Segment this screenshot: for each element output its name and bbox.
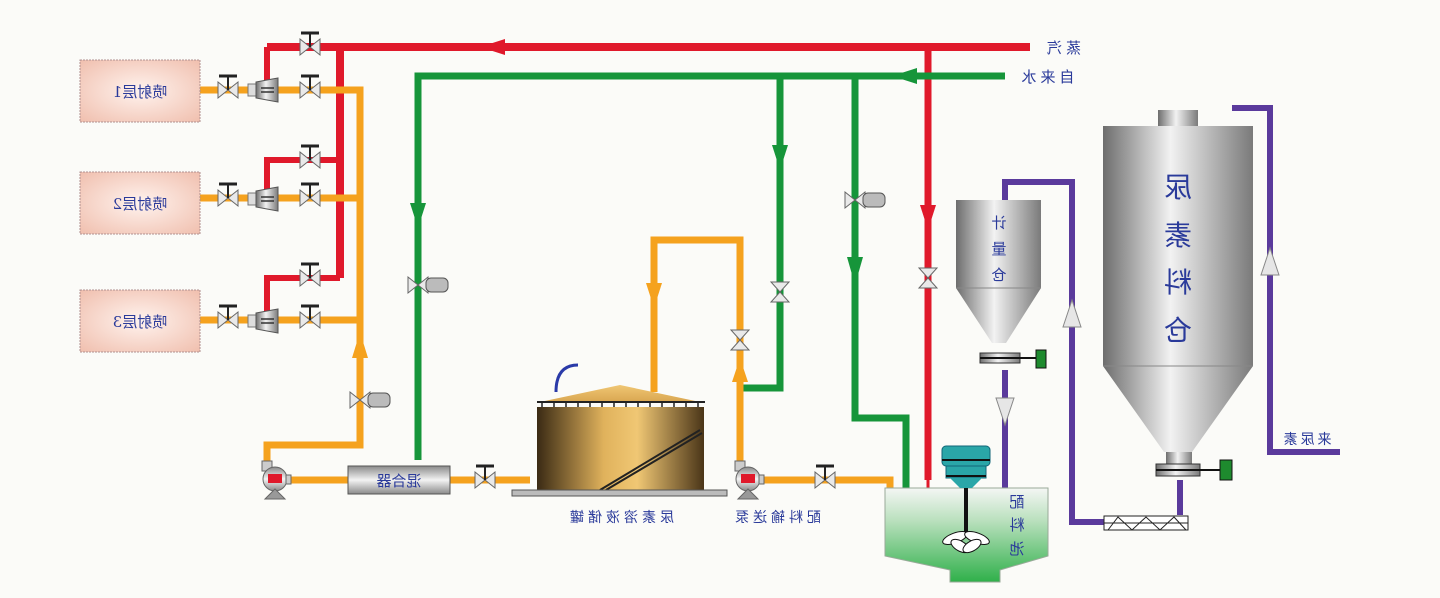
steam-flow-arrow [480,39,505,55]
svg-text:料: 料 [1009,516,1024,534]
urea-silo-label: 尿 素 料 仓 [1164,171,1192,347]
solution-flow-arrow [732,358,748,382]
valve-icon[interactable] [814,464,836,490]
actuated-valve-icon[interactable] [407,275,449,295]
ejector[interactable] [247,186,279,212]
urea-solution-storage-tank[interactable] [511,363,728,497]
spray-layer-2[interactable]: 喷射层2 [79,171,201,235]
urea-flow-arrow [1062,298,1082,328]
spray-layer-label: 喷射层3 [113,313,168,331]
spray-layer-label: 喷射层1 [113,83,168,101]
valve-icon[interactable] [217,74,239,100]
legend-steam-label: 蒸汽 [1043,39,1081,57]
svg-text:配: 配 [1009,493,1024,511]
water-flow-arrow [847,257,863,285]
mixer[interactable]: 混合器 [347,465,451,495]
metering-bin-label: 计 量 仓 [991,214,1006,284]
svg-text:料: 料 [1164,266,1192,299]
water-flow-arrow [410,203,426,228]
flow-arrows [352,39,1280,427]
legend-water-label: 自来水 [1017,68,1074,86]
valve-icon[interactable] [917,267,939,289]
spray-layer-3[interactable]: 喷射层3 [79,289,201,353]
transfer-pump-label: 配料输送泵 [731,510,821,526]
storage-tank-label: 尿素溶液储罐 [566,510,674,526]
rotary-feeder-icon[interactable] [979,349,1047,369]
valve-icon[interactable] [299,74,321,100]
svg-text:量: 量 [991,240,1006,258]
ejector[interactable] [247,77,279,103]
urea-flow-arrow [995,397,1015,427]
mixing-tank[interactable]: 配 料 池 [884,445,1049,583]
urea-solid-pipe [1002,105,1340,525]
svg-text:尿: 尿 [1164,171,1192,204]
water-flow-arrow [772,145,788,170]
legend: 蒸汽 自来水 [1017,39,1081,86]
agitator-impeller-icon [942,531,990,554]
valve-icon[interactable] [299,31,321,57]
solution-flow-arrow [646,283,662,308]
svg-text:素: 素 [1164,219,1192,252]
steam-flow-arrow [920,205,936,230]
solution-flow-arrow [352,332,368,358]
valve-icon[interactable] [299,304,321,330]
urea-silo[interactable]: 尿 素 料 仓 [1103,110,1253,481]
svg-text:池: 池 [1009,540,1024,558]
valve-icon[interactable] [299,182,321,208]
ejector[interactable] [247,308,279,334]
valve-icon[interactable] [217,304,239,330]
agitator-motor-icon [941,445,991,488]
mixing-tank-label: 配 料 池 [1009,493,1024,558]
actuated-valve-icon[interactable] [844,190,886,210]
metering-bin[interactable]: 计 量 仓 [956,200,1047,369]
svg-text:仓: 仓 [1164,314,1192,347]
valve-group [217,31,939,490]
svg-text:仓: 仓 [991,266,1006,284]
valve-icon[interactable] [217,182,239,208]
valve-icon[interactable] [729,329,751,351]
actuated-valve-icon[interactable] [349,390,391,410]
water-pipe [414,72,1005,488]
valve-icon[interactable] [299,262,321,288]
screw-conveyor[interactable] [1103,515,1189,531]
svg-text:计: 计 [991,214,1006,232]
water-flow-arrow [892,68,917,84]
pump-left[interactable] [261,460,292,500]
urea-flow-arrow [1260,246,1280,276]
rotary-feeder-icon[interactable] [1155,459,1233,481]
urea-inlet-label: 来尿素 [1281,432,1332,448]
mixer-label: 混合器 [376,472,421,490]
valve-icon[interactable] [769,281,791,303]
valve-icon[interactable] [299,144,321,170]
valve-icon[interactable] [474,464,496,490]
spray-layer-1[interactable]: 喷射层1 [79,59,201,123]
transfer-pump[interactable] [734,460,765,500]
spray-layer-label: 喷射层2 [113,195,168,213]
